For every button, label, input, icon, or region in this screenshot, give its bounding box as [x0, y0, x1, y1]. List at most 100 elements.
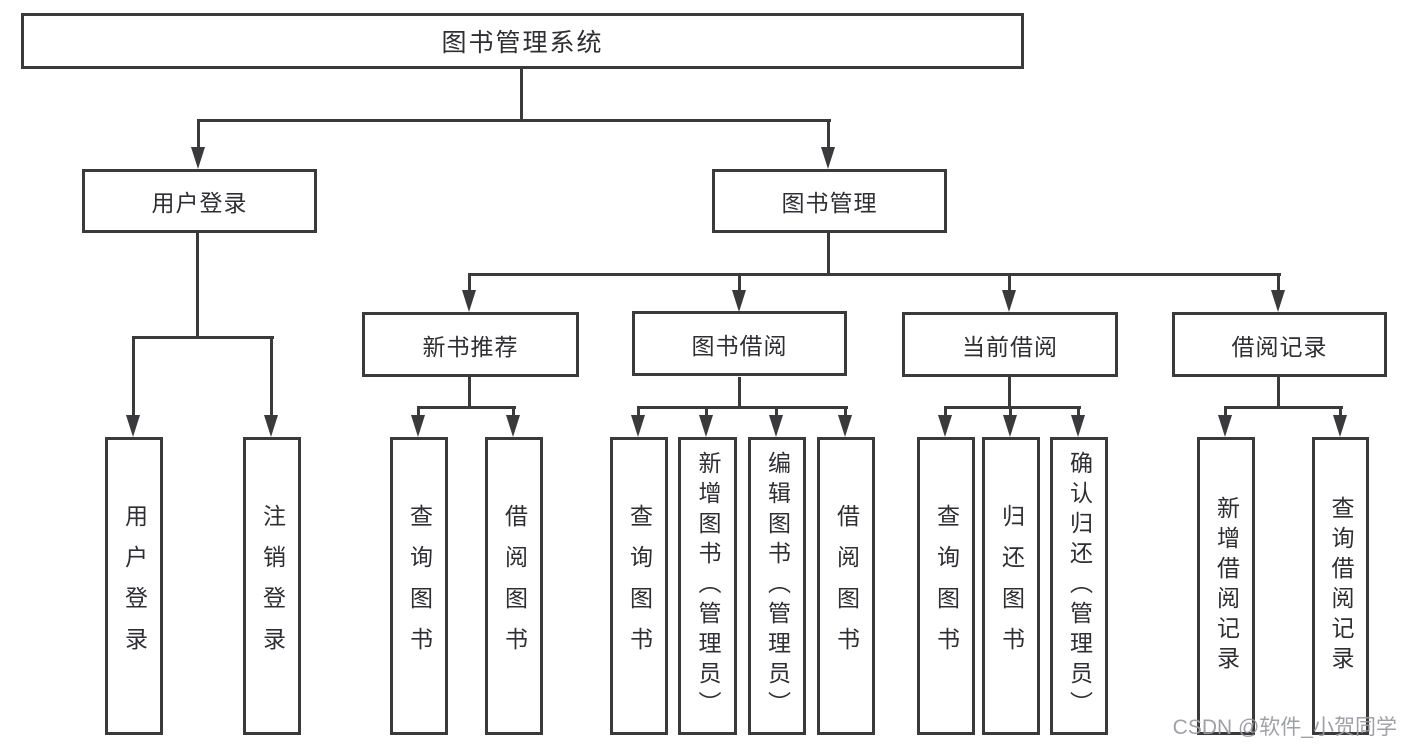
node-current-borrow: 当前借阅: [902, 312, 1118, 377]
arrow-to-leaf: [631, 406, 646, 437]
connector-book-borrow-stub: [738, 377, 741, 408]
arrowhead-down-icon: [1271, 290, 1285, 312]
leaf-label: 新增图书（管理员）: [695, 451, 721, 721]
arrowhead-down-icon: [264, 415, 278, 437]
arrow-to-leaf: [1071, 406, 1086, 437]
arrow-line: [637, 406, 640, 421]
node-label: 图书管理: [781, 190, 878, 216]
arrowhead-down-icon: [191, 147, 205, 169]
node-label: 图书借阅: [691, 332, 788, 359]
leaf-add-book-admin: 新增图书（管理员）: [678, 437, 737, 735]
arrow-to-user-login: [191, 119, 206, 169]
csdn-watermark: CSDN @软件_小贺同学: [1172, 716, 1397, 739]
leaf-label: 新增借阅记录: [1213, 496, 1240, 676]
connector-user-login-stub: [196, 233, 199, 338]
leaf-label: 借阅图书: [501, 504, 528, 668]
arrow-to-leaf: [938, 406, 953, 437]
arrow-line: [705, 406, 708, 421]
arrowhead-down-icon: [838, 415, 852, 437]
leaf-label: 查询图书: [406, 504, 433, 668]
arrow-line: [270, 336, 273, 421]
arrowhead-down-icon: [769, 415, 783, 437]
node-user-login: 用户登录: [82, 169, 317, 233]
leaf-label: 查询借阅记录: [1328, 496, 1354, 676]
connector-user-login-rail: [132, 336, 274, 339]
connector-current-borrow-stub: [1008, 377, 1011, 408]
leaf-borrow-book: 借阅图书: [817, 437, 875, 735]
leaf-label: 用户登录: [121, 504, 148, 668]
arrow-line: [944, 406, 947, 421]
connector-level2-rail: [198, 119, 831, 122]
arrowhead-down-icon: [411, 415, 425, 437]
leaf-label: 注销登录: [259, 504, 286, 668]
leaf-confirm-return-admin: 确认归还（管理员）: [1050, 437, 1108, 735]
arrow-line: [1009, 406, 1012, 421]
arrowhead-down-icon: [1002, 290, 1016, 312]
node-label: 新书推荐: [422, 333, 519, 360]
arrow-line: [512, 406, 515, 421]
arrow-to-leaf: [769, 406, 784, 437]
node-label: 图书管理系统: [441, 29, 604, 57]
arrow-line: [1224, 406, 1227, 421]
connector-borrow-records-rail: [1224, 406, 1343, 409]
leaf-user-login: 用户登录: [105, 437, 163, 735]
leaf-query-books: 查询图书: [390, 437, 448, 735]
connector-root-stub: [520, 69, 523, 122]
node-new-book-recommend: 新书推荐: [362, 312, 579, 377]
arrow-line: [775, 406, 778, 421]
leaf-edit-book-admin: 编辑图书（管理员）: [748, 437, 806, 735]
arrowhead-down-icon: [1218, 415, 1232, 437]
arrow-to-leaf: [506, 406, 521, 437]
node-library-management-system: 图书管理系统: [21, 13, 1024, 69]
connector-new-book-stub: [468, 377, 471, 408]
arrow-to-book-borrow: [732, 273, 747, 312]
arrow-line: [132, 336, 135, 421]
arrowhead-down-icon: [938, 415, 952, 437]
leaf-query-books: 查询图书: [917, 437, 975, 735]
connector-borrow-records-stub: [1277, 377, 1280, 408]
leaf-label: 编辑图书（管理员）: [764, 451, 791, 721]
arrow-line: [1339, 406, 1342, 421]
arrow-to-leaf: [838, 406, 853, 437]
arrowhead-down-icon: [126, 415, 140, 437]
arrowhead-down-icon: [1333, 415, 1347, 437]
arrow-to-new-book-recommend: [462, 273, 477, 312]
arrow-line: [417, 406, 420, 421]
node-borrow-records: 借阅记录: [1172, 312, 1387, 377]
arrow-to-leaf-logout: [264, 336, 279, 437]
arrow-line: [197, 119, 200, 153]
leaf-label: 确认归还（管理员）: [1066, 451, 1093, 721]
arrow-line: [1008, 273, 1011, 296]
arrow-line: [738, 273, 741, 296]
leaf-borrow-book: 借阅图书: [485, 437, 543, 735]
arrowhead-down-icon: [462, 290, 476, 312]
connector-book-borrow-rail: [637, 406, 848, 409]
connector-book-management-stub: [827, 233, 830, 275]
arrowhead-down-icon: [506, 415, 520, 437]
arrow-to-leaf: [411, 406, 426, 437]
arrow-to-leaf: [1333, 406, 1348, 437]
arrowhead-down-icon: [1071, 415, 1085, 437]
leaf-return-book: 归还图书: [982, 437, 1040, 735]
leaf-query-borrow-record: 查询借阅记录: [1312, 437, 1369, 735]
connector-current-borrow-rail: [944, 406, 1081, 409]
node-book-management: 图书管理: [712, 169, 947, 233]
arrow-to-leaf: [1003, 406, 1018, 437]
arrow-line: [1277, 273, 1280, 296]
node-book-borrow: 图书借阅: [632, 311, 847, 376]
connector-new-book-rail: [417, 406, 516, 409]
arrow-line: [827, 119, 830, 153]
arrowhead-down-icon: [631, 415, 645, 437]
leaf-label: 查询图书: [933, 504, 960, 668]
leaf-logout: 注销登录: [243, 437, 301, 735]
arrowhead-down-icon: [732, 290, 746, 312]
arrow-line: [844, 406, 847, 421]
connector-level3-rail: [468, 273, 1281, 276]
leaf-label: 查询图书: [626, 504, 653, 668]
arrow-line: [1077, 406, 1080, 421]
arrow-to-borrow-records: [1271, 273, 1286, 312]
arrowhead-down-icon: [821, 147, 835, 169]
arrowhead-down-icon: [1003, 415, 1017, 437]
leaf-add-borrow-record: 新增借阅记录: [1197, 437, 1255, 735]
leaf-label: 借阅图书: [833, 504, 860, 668]
